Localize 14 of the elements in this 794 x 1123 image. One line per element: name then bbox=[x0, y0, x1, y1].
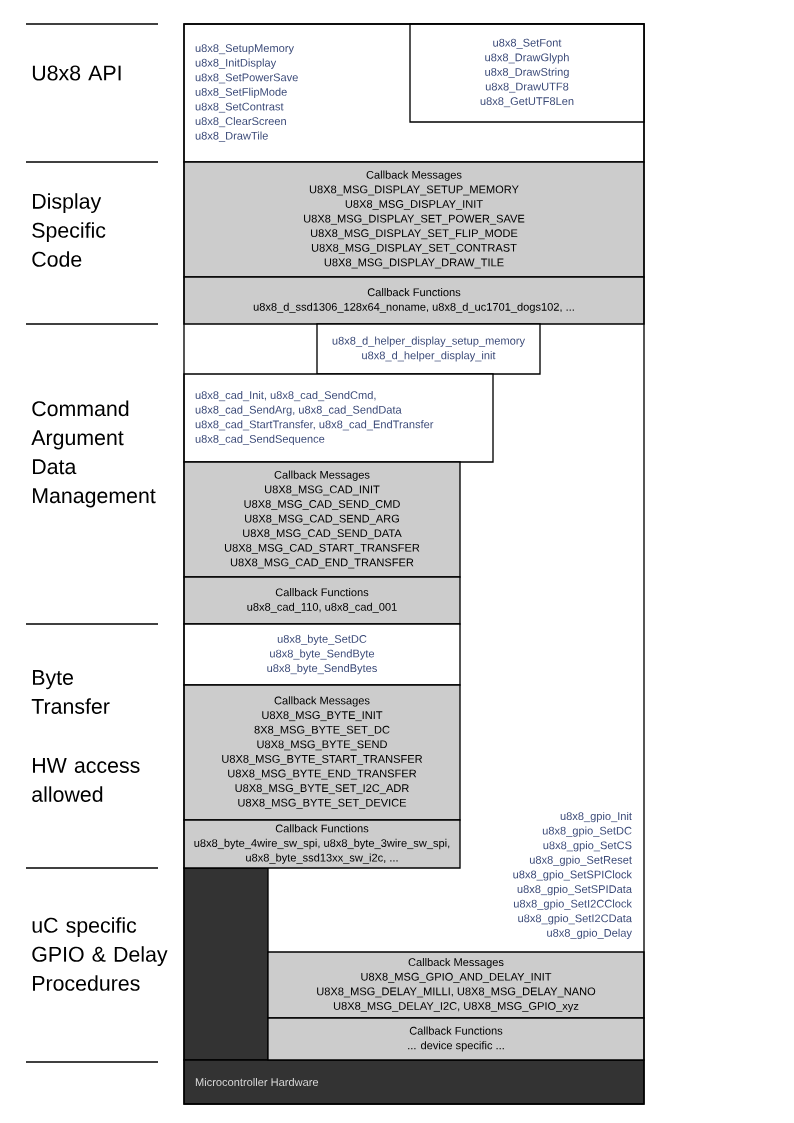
section-label: HW access allowed bbox=[32, 758, 140, 802]
section-label: Display Specific Code bbox=[32, 193, 106, 267]
section-label: U8x8 API bbox=[32, 65, 121, 81]
api-box: u8x8_d_helper_display_setup_memory u8x8_d_helper_display_init bbox=[316, 323, 541, 375]
section-label: uC specific GPIO & Delay Procedures bbox=[32, 917, 168, 991]
section-label: Byte Transfer bbox=[31, 670, 110, 714]
callback-box: Callback Functions u8x8_d_ssd1306_128x64_noname, u8x8_d_uc1701_dogs102, ... bbox=[183, 276, 645, 325]
callback-box: Callback Messages U8X8_MSG_GPIO_AND_DELAY_INIT U8X8_MSG_DELAY_MILLI, U8X8_MSG_DELAY_NANO U8X8_MSG_DELAY_I2C, U8X8_MSG_GPIO_xyz bbox=[267, 951, 645, 1019]
api-box: u8x8_SetFont u8x8_DrawGlyph u8x8_DrawString u8x8_DrawUTF8 u8x8_GetUTF8Len bbox=[409, 23, 645, 123]
callback-box: Callback Functions ... device specific ... bbox=[267, 1017, 645, 1061]
api-box: u8x8_byte_SetDC u8x8_byte_SendByte u8x8_byte_SendBytes bbox=[183, 623, 461, 686]
callback-box: Callback Functions u8x8_byte_4wire_sw_spi, u8x8_byte_3wire_sw_spi, u8x8_byte_ssd13xx_sw_i2c, ... bbox=[183, 819, 461, 869]
section-label: Command Argument Data Management bbox=[31, 400, 156, 508]
callback-box: Callback Functions u8x8_cad_110, u8x8_cad_001 bbox=[183, 576, 461, 625]
